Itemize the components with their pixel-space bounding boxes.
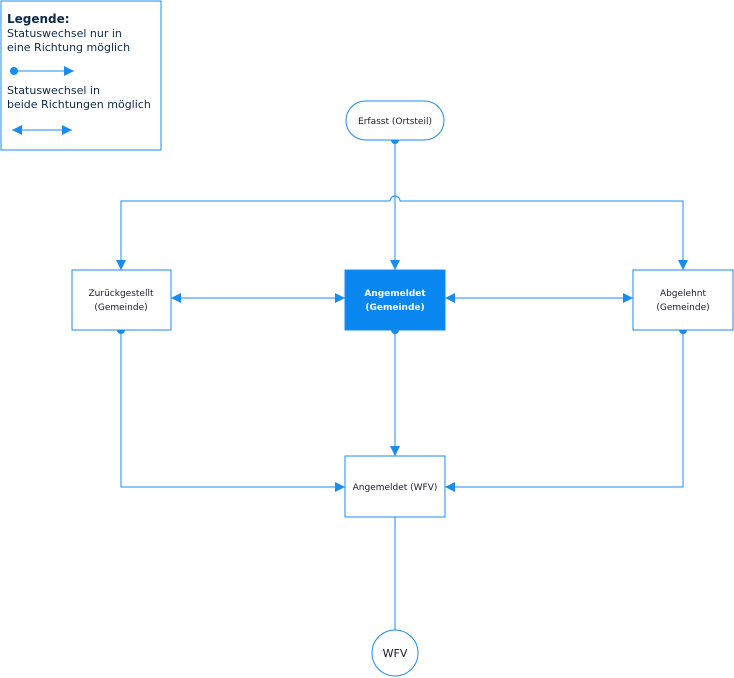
node-zurueckgestellt-label-2: (Gemeinde) bbox=[94, 303, 147, 313]
node-angemeldet-gemeinde-label-2: (Gemeinde) bbox=[365, 303, 424, 313]
node-abgelehnt-label-2: (Gemeinde) bbox=[656, 303, 709, 313]
legend-one-way-line-1: Statuswechsel nur in bbox=[7, 27, 122, 40]
legend-one-way-line-2: eine Richtung möglich bbox=[7, 41, 130, 54]
node-zurueckgestellt[interactable]: Zurückgestellt (Gemeinde) bbox=[71, 269, 172, 331]
edge-erfasst-to-abgelehnt bbox=[400, 200, 688, 270]
node-wfv-label: WFV bbox=[383, 647, 408, 660]
node-abgelehnt-label-1: Abgelehnt bbox=[660, 289, 707, 299]
node-abgelehnt[interactable]: Abgelehnt (Gemeinde) bbox=[632, 269, 734, 331]
legend-two-way-line-1: Statuswechsel in bbox=[7, 84, 100, 97]
edge-line-jump bbox=[389, 195, 401, 202]
node-angemeldet-gemeinde-label-1: Angemeldet bbox=[364, 289, 426, 299]
legend-two-way-line-2: beide Richtungen möglich bbox=[7, 98, 151, 111]
legend: Legende: Statuswechsel nur in eine Richt… bbox=[0, 0, 162, 151]
node-erfasst-label: Erfasst (Ortsteil) bbox=[358, 117, 432, 127]
node-erfasst[interactable]: Erfasst (Ortsteil) bbox=[345, 100, 445, 141]
edge-zurueckgestellt-to-angemeldet-wfv bbox=[120, 330, 345, 492]
node-wfv[interactable]: WFV bbox=[371, 629, 419, 677]
node-zurueckgestellt-label-1: Zurückgestellt bbox=[89, 289, 154, 299]
legend-title: Legende: bbox=[7, 12, 70, 26]
node-angemeldet-wfv[interactable]: Angemeldet (WFV) bbox=[344, 455, 446, 518]
legend-one-way-arrow-icon bbox=[10, 66, 74, 76]
node-angemeldet-gemeinde[interactable]: Angemeldet (Gemeinde) bbox=[344, 269, 446, 331]
edges bbox=[116, 140, 688, 630]
node-angemeldet-wfv-label: Angemeldet (WFV) bbox=[353, 483, 438, 493]
edge-abgelehnt-to-angemeldet-wfv bbox=[445, 330, 684, 492]
edge-erfasst-to-zurueckgestellt bbox=[116, 200, 390, 270]
